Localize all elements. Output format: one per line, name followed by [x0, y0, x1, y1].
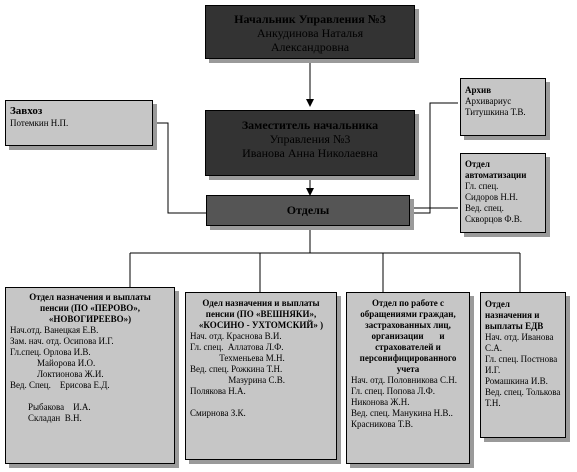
dept2-line-5: Мазурина С.В. [190, 375, 285, 385]
head-name-line-2: Александровна [270, 40, 350, 54]
dept3-title-5: страхователей и [375, 342, 441, 352]
dept2-line-4: Вед. спец. Рожкина Т.Н. [190, 364, 283, 374]
automation-line-1: Гл. спец. [465, 181, 499, 191]
deputy-title: Заместитель начальника [241, 118, 379, 132]
dept1-line-4: Майорова И.О. [10, 358, 96, 368]
zavhoz-box: Завхоз Потемкин Н.П. [5, 100, 153, 146]
dept1-title-3: «НОВОГИРЕЕВО») [48, 314, 132, 324]
automation-line-3: Вед. спец. [465, 203, 504, 213]
dept3-line-1: Нач. отд. Половникова С.Н. [351, 375, 457, 385]
head-title: Начальник Управления №3 [234, 12, 386, 26]
head-name-line-1: Анкудинова Наталья [256, 26, 364, 40]
dept1-line-3: Гл.спец. Орлова И.В. [10, 347, 91, 357]
dept3-line-5: Красникова Т.В. [351, 419, 414, 429]
dept1-title-1: Отдел назначения и выплаты [29, 292, 151, 302]
head-box: Начальник Управления №3 Анкудинова Натал… [205, 5, 415, 59]
dept2-line-8: Смирнова З.К. [190, 408, 246, 418]
connector-archive [410, 102, 458, 214]
dept2-line-3: Техменьева М.Н. [190, 353, 285, 363]
dept4-line-7: Т.Н. [485, 398, 501, 408]
dept1-line-7 [10, 391, 170, 402]
dept4-title-1: Отдел [485, 299, 510, 309]
archive-line-2: Титушкина Т.В. [465, 107, 526, 117]
deputy-line-1: Управления №3 [269, 132, 351, 146]
connector-zavhoz [153, 122, 206, 214]
archive-line-1: Архивариус [465, 96, 512, 106]
zavhoz-title: Завхоз [10, 105, 43, 117]
dept3-line-4: Вед. спец. Манукина Н.В.. [351, 408, 453, 418]
zavhoz-name: Потемкин Н.П. [10, 118, 69, 128]
departments-box: Отделы [206, 195, 410, 226]
dept1-line-6: Вед. Спец. Ериcова Е.Д. [10, 380, 110, 390]
dept4-line-4: И.Г. [485, 365, 501, 375]
dept2-title-2: пенсии (ПО «ВЕШНЯКИ», [205, 309, 317, 319]
archive-title: Архив [465, 85, 492, 95]
dept2-title-3: «КОСИНО - УХТОМСКИЙ» ) [198, 320, 324, 330]
dept4-line-6: Вед. спец. Толькова [485, 387, 561, 397]
dept4-line-3: Гл. спец. Постнова [485, 354, 558, 364]
dept3-line-2: Гл. спец. Попова Л.Ф. [351, 386, 436, 396]
deputy-box: Заместитель начальника Управления №3 Ива… [205, 110, 415, 176]
dept3-box: Отдел по работе с обращениями граждан, з… [346, 292, 470, 464]
dept3-title-4: организации и [371, 331, 445, 341]
dept1-line-2: Зам. нач. отд. Осипова И.Г. [10, 336, 114, 346]
dept4-line-2: С.А. [485, 343, 503, 353]
dept3-title-7: учета [396, 364, 420, 374]
dept1-line-5: Локтионова Ж.И. [10, 369, 104, 379]
dept2-line-6: Полякова Н.А. [190, 386, 246, 396]
dept1-line-8: Рыбакова И.А. [10, 402, 91, 412]
departments-title: Отделы [286, 203, 330, 217]
dept2-line-2: Гл. спец. Аллатова Л.Ф. [190, 342, 284, 352]
automation-line-4: Скворцов Ф.В. [465, 214, 522, 224]
dept2-title-1: Одел назначения и выплаты [202, 298, 320, 308]
dept1-box: Отдел назначения и выплаты пенсии (ПО «П… [5, 287, 175, 464]
automation-title-2: автоматизации [465, 170, 527, 180]
automation-box: Отдел автоматизации Гл. спец. Сидоров Н.… [460, 153, 546, 233]
automation-title: Отдел [465, 159, 490, 169]
dept4-line-5: Ромашкина И.В. [485, 376, 548, 386]
dept2-line-7 [190, 397, 332, 408]
dept3-title-1: Отдел по работе с [371, 298, 444, 308]
archive-box: Архив Архивариус Титушкина Т.В. [460, 78, 546, 136]
dept1-title-2: пенсии (ПО «ПЕРОВО», [40, 303, 140, 313]
dept2-box: Одел назначения и выплаты пенсии (ПО «ВЕ… [185, 292, 337, 460]
dept3-title-3: застрахованных лиц, [365, 320, 451, 330]
dept4-line-1: Нач. отд. Иванова [485, 332, 554, 342]
dept3-title-6: персонифицированного [359, 353, 457, 363]
deputy-line-2: Иванова Анна Николаевна [242, 146, 378, 160]
dept4-box: Отдел назначения и выплаты ЕДВ Нач. отд.… [480, 292, 566, 438]
dept4-title-3: выплаты ЕДВ [485, 321, 544, 331]
dept3-line-3: Никонова Ж.Н. [351, 397, 410, 407]
dept4-title-2: назначения и [485, 310, 540, 320]
dept2-line-1: Нач. отд. Краснова В.И. [190, 331, 282, 341]
dept1-line-9: Складан В.Н. [10, 413, 82, 423]
dept1-line-1: Нач.отд. Ванецкая Е.В. [10, 325, 99, 335]
dept3-title-2: обращениями граждан, [360, 309, 456, 319]
automation-line-2: Сидоров Н.Н. [465, 192, 518, 202]
